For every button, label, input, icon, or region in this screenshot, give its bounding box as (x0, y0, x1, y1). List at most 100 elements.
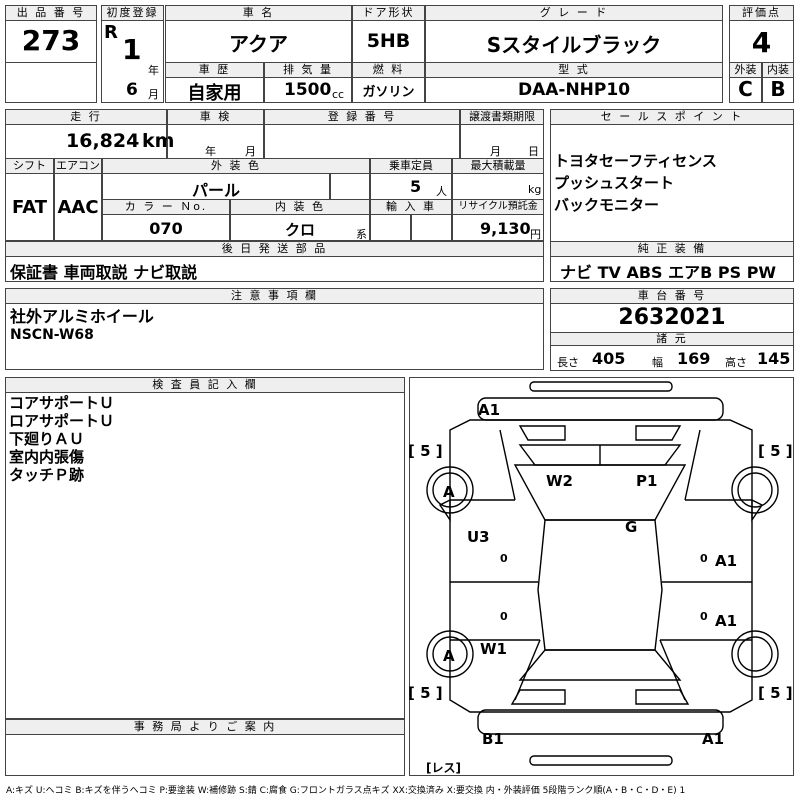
mark-left-front-door: U3 (467, 528, 490, 546)
specs-header: 諸 元 (550, 332, 794, 346)
score-header: 評価点 (729, 5, 794, 21)
capacity: 5 (410, 177, 422, 196)
rear-right-bracket: [ 5 ] (758, 684, 793, 702)
reg-month: 6 (126, 80, 138, 100)
int-color-header: 内 装 色 (230, 199, 370, 215)
mark-rear-bumper-right: A1 (702, 730, 724, 748)
chassis-number: 2632021 (618, 305, 726, 330)
height-value: 145 (757, 349, 791, 368)
inspector-note: 室内内張傷 (9, 448, 85, 466)
reg-year: 1 (122, 33, 142, 66)
mark-right-rear-door: A1 (715, 612, 737, 630)
zero-mark: 0 (700, 552, 708, 565)
front-left-bracket: [ 5 ] (409, 442, 443, 460)
aircon: AAC (57, 197, 99, 218)
inspector-note: タッチＰ跡 (9, 466, 85, 484)
inspection-header: 車 検 (167, 109, 264, 125)
reg-era: R (104, 22, 118, 43)
int-color-unit: 系 (356, 228, 367, 241)
reg-month-unit: 月 (148, 88, 159, 101)
width-label: 幅 (652, 356, 663, 369)
mark-rear-bumper-left: B1 (482, 730, 504, 748)
mark-glass: G (625, 518, 637, 536)
car-diagram: [ 5 ] [ 5 ] [ 5 ] [ 5 ] A1 W2 P1 G U3 A1… (409, 381, 793, 775)
inspection-year-unit: 年 (205, 145, 216, 158)
inspector-note: コアサポートＵ (9, 394, 115, 412)
door-type: 5HB (366, 30, 411, 52)
zero-mark: 0 (500, 552, 508, 565)
mark-front-left-tire: A (443, 483, 455, 501)
transfer-month-unit: 月 (490, 145, 501, 158)
height-label: 高さ (725, 356, 747, 369)
displacement: 1500 (284, 80, 332, 100)
mileage: 16,824 (66, 130, 140, 152)
exterior-score: C (738, 77, 753, 101)
reg-no-header: 登 録 番 号 (264, 109, 460, 125)
sales-point: トヨタセーフティセンス (554, 152, 717, 170)
car-diagram-frame (409, 377, 794, 776)
mark-front-bumper: A1 (478, 401, 500, 419)
overall-score: 4 (751, 26, 772, 59)
inspector-header: 検 査 員 記 入 欄 (5, 377, 405, 393)
parts-header: 後 日 発 送 部 品 (5, 241, 544, 257)
office-header: 事 務 局 よ り ご 案 内 (5, 719, 405, 735)
aircon-header: エアコン (54, 158, 102, 174)
notes: 社外アルミホイール NSCN-W68 (10, 308, 154, 344)
chassis-header: 車 台 番 号 (550, 288, 794, 304)
first-reg-header: 初度登録 (101, 5, 164, 21)
mark-windshield-left: W2 (546, 472, 573, 490)
length-value: 405 (592, 349, 626, 368)
int-color: クロ (284, 221, 315, 239)
equipment-header: 純 正 装 備 (550, 241, 794, 257)
transfer-header: 譲渡書類期限 (460, 109, 544, 125)
mark-right-front-door: A1 (715, 552, 737, 570)
mark-rear-left-tire: A (443, 647, 455, 665)
transfer-day-unit: 日 (528, 145, 539, 158)
import-header: 輸 入 車 (370, 199, 452, 215)
exterior-header: 外装 (729, 62, 762, 78)
zero-mark: 0 (500, 610, 508, 623)
sales-point: プッシュスタート (554, 174, 675, 192)
ext-color: パール (191, 181, 240, 200)
inspector-note: 下廻りＡＵ (9, 430, 85, 448)
ext-color-header: 外 装 色 (102, 158, 370, 174)
equipment: ナビ TV ABS エアB PS PW (560, 263, 777, 282)
history: 自家用 (187, 83, 242, 104)
recycle-fee: 9,130 (480, 219, 531, 238)
sales-point: バックモニター (554, 196, 660, 214)
grade-header: グ レ ー ド (425, 5, 723, 21)
recycle-header: リサイクル預託金 (452, 199, 544, 215)
parts: 保証書 車両取説 ナビ取説 (10, 263, 198, 282)
note-line: NSCN-W68 (10, 327, 94, 343)
fuel: ガソリン (362, 85, 415, 100)
capacity-unit: 人 (436, 185, 447, 198)
recycle-unit: 円 (530, 228, 541, 241)
fuel-header: 燃 料 (352, 62, 425, 78)
sales-points: トヨタセーフティセンス プッシュスタート バックモニター (554, 152, 717, 214)
legend: A:キズ U:ヘコミ B:キズを伴うヘコミ P:要塗装 W:補修跡 S:錆 C:… (6, 786, 686, 796)
mark-left-rear: W1 (480, 640, 507, 658)
mileage-header: 走 行 (5, 109, 167, 125)
interior-score: B (770, 77, 786, 101)
inspector-notes: コアサポートＵ ロアサポートＵ 下廻りＡＵ 室内内張傷 タッチＰ跡 (9, 394, 114, 484)
note-line: 社外アルミホイール (10, 307, 154, 326)
shift: FAT (11, 197, 48, 218)
notes-header: 注 意 事 項 欄 (5, 288, 544, 304)
length-label: 長さ (557, 356, 579, 369)
door-header: ドア形状 (352, 5, 425, 21)
interior-header: 内装 (762, 62, 794, 78)
mileage-unit: km (142, 130, 175, 152)
reg-year-unit: 年 (148, 64, 159, 77)
model-header: 型 式 (425, 62, 723, 78)
load-unit: kg (528, 183, 542, 196)
inspector-note: ロアサポートＵ (9, 412, 115, 430)
front-right-bracket: [ 5 ] (758, 442, 793, 460)
zero-mark: 0 (700, 610, 708, 623)
history-header: 車 歴 (165, 62, 264, 78)
cc-unit: cc (332, 88, 345, 101)
rear-left-bracket: [ 5 ] (409, 684, 443, 702)
color-no-header: カ ラ ー Ｎo. (102, 199, 230, 215)
inspection-month-unit: 月 (245, 145, 256, 158)
width-value: 169 (677, 349, 711, 368)
color-no: 070 (149, 219, 183, 238)
